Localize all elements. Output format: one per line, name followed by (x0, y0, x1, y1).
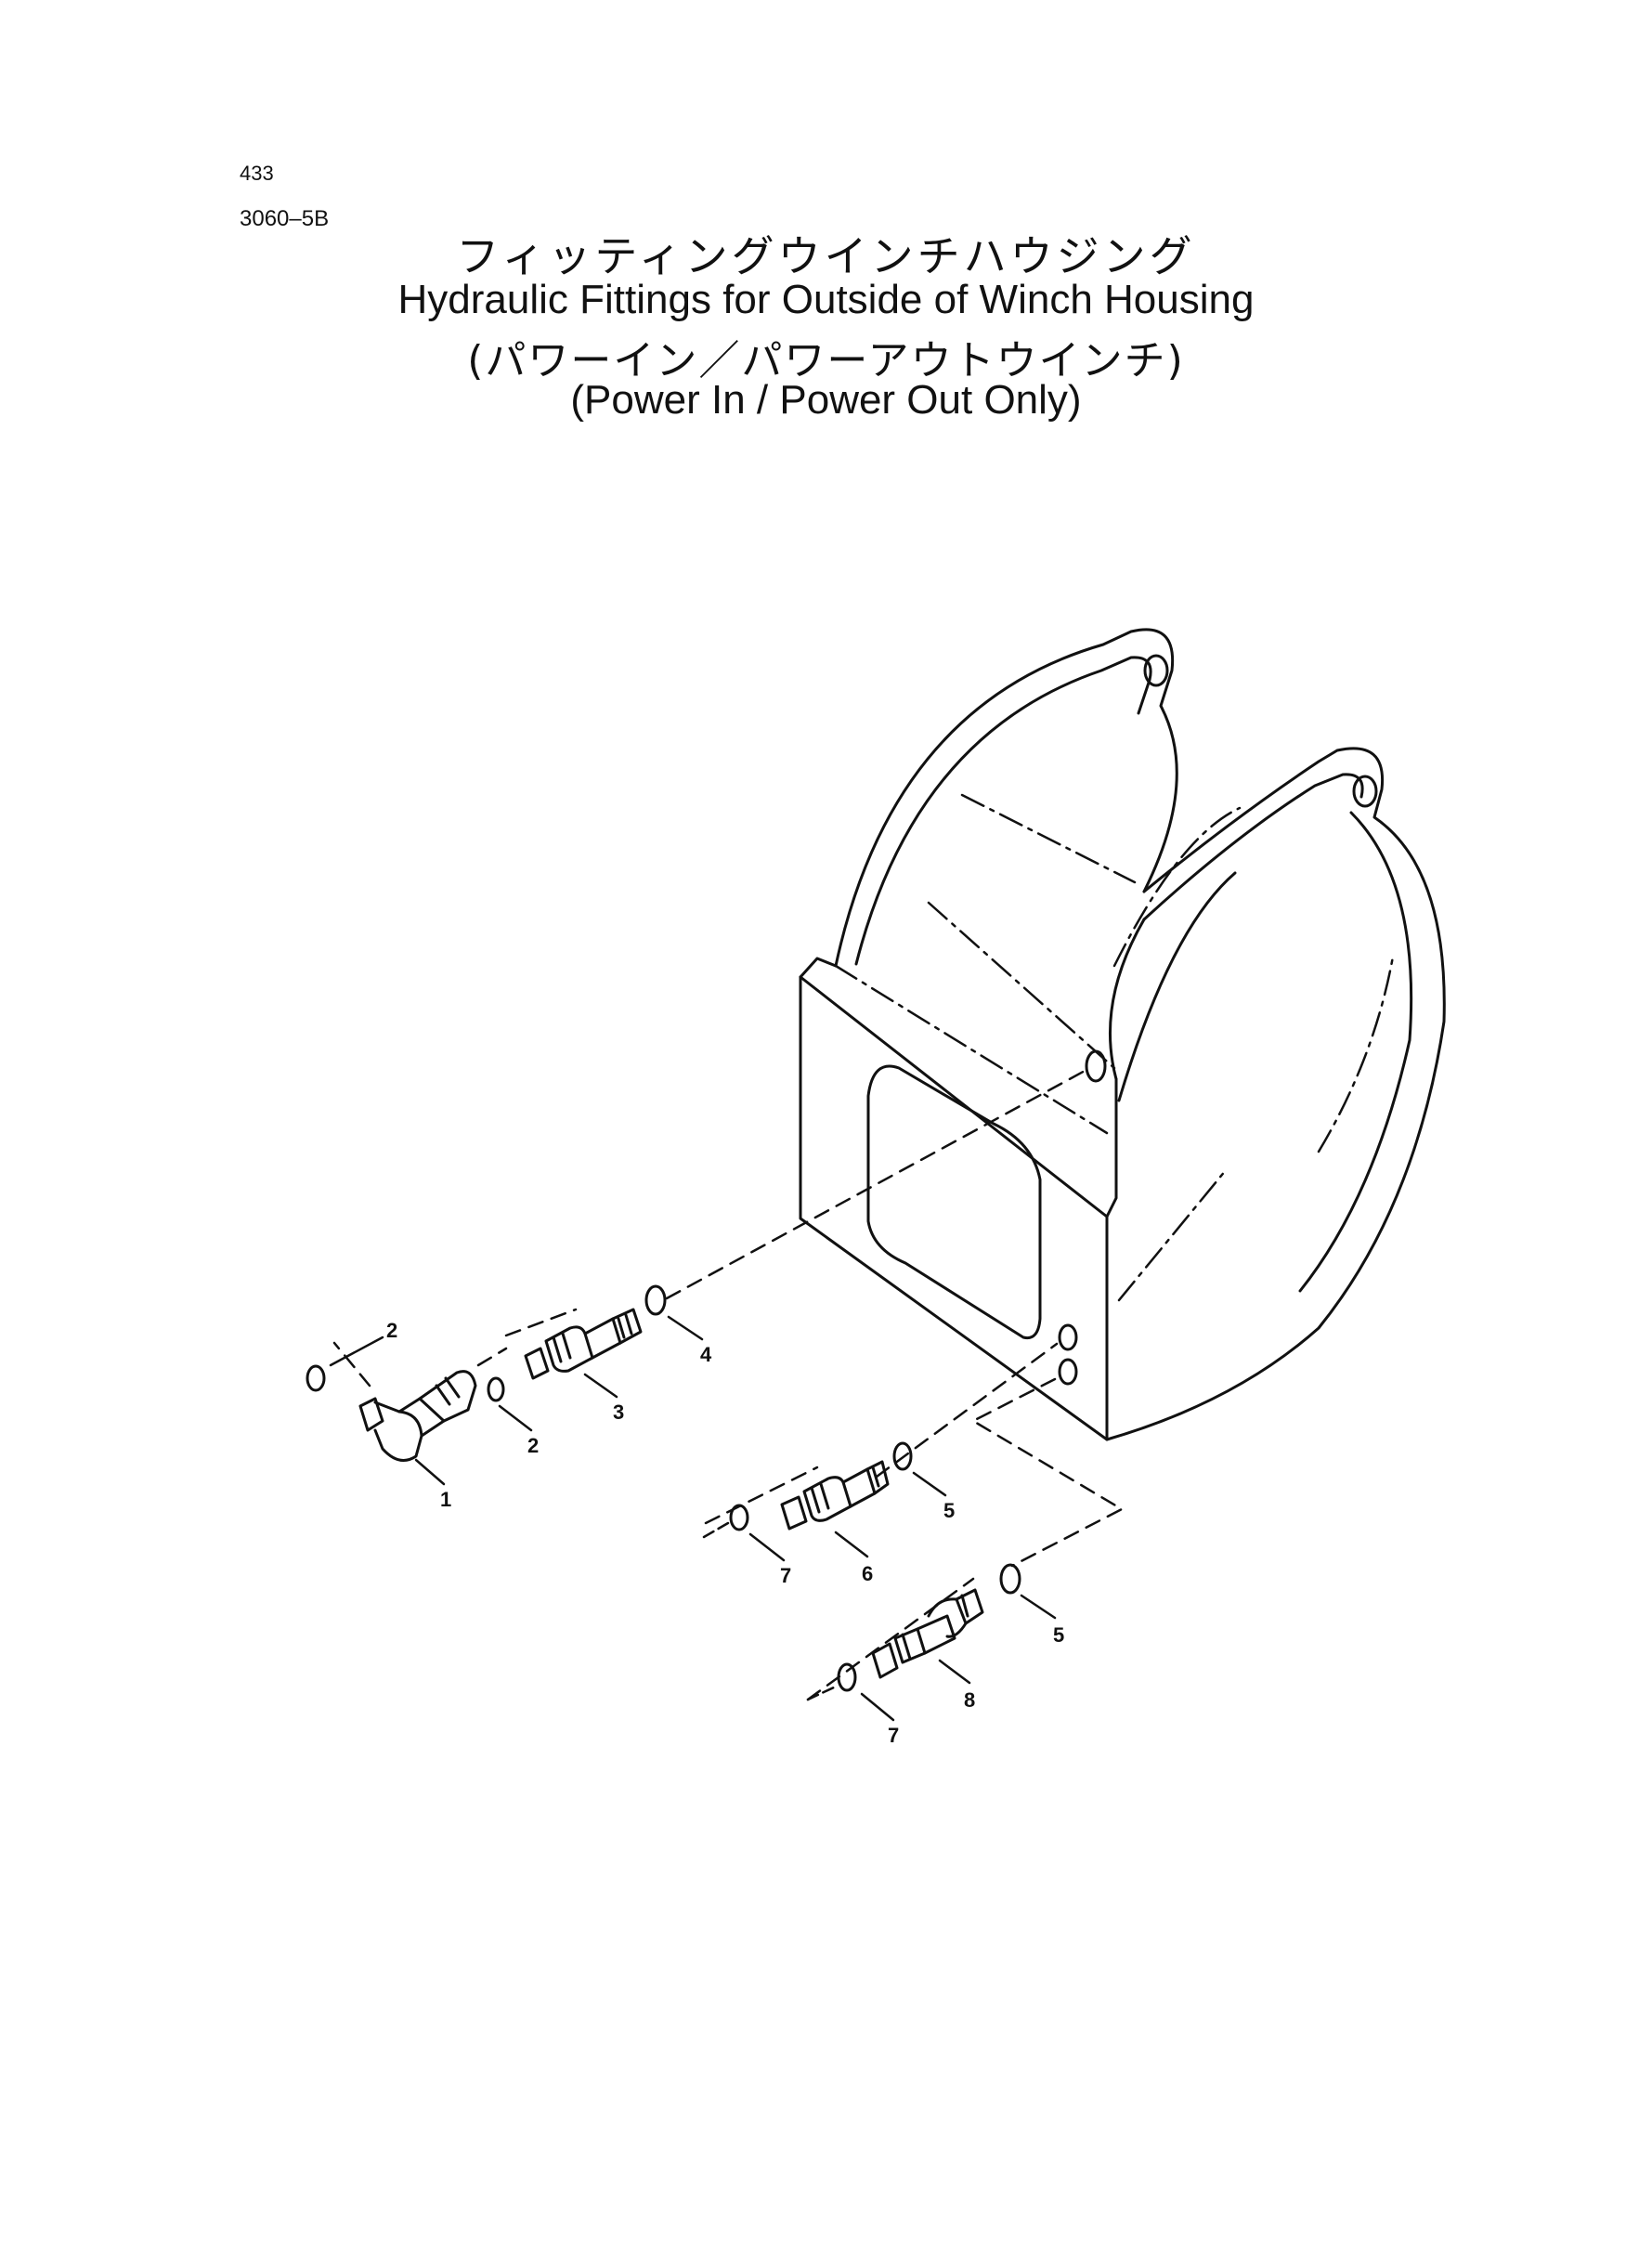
leader-lines (329, 1315, 1057, 1722)
center-lines (834, 793, 1395, 1302)
callout-6: 6 (862, 1562, 873, 1585)
title-english: Hydraulic Fittings for Outside of Winch … (397, 277, 1255, 322)
title-japanese: フィッティングウインチハウジング (456, 231, 1196, 281)
o-ring-2b (487, 1376, 505, 1402)
adapter-8 (871, 1588, 984, 1679)
callout-8: 8 (964, 1688, 975, 1712)
subtitle-english: (Power In / Power Out Only) (570, 377, 1082, 423)
callout-7b: 7 (888, 1724, 899, 1747)
callout-5a: 5 (943, 1499, 955, 1522)
callout-2a: 2 (386, 1319, 397, 1342)
callout-1: 1 (440, 1488, 451, 1511)
callout-3: 3 (613, 1401, 624, 1424)
page-number: 433 (240, 162, 274, 185)
port-mid (1058, 1323, 1078, 1351)
subtitle-japanese: (パワーイン／パワーアウトウインチ) (467, 337, 1185, 384)
winch-housing (799, 628, 1446, 1441)
o-ring-4 (644, 1284, 667, 1316)
o-ring-5b (999, 1563, 1021, 1595)
callout-4: 4 (700, 1343, 712, 1366)
port-upper (1085, 1049, 1107, 1083)
port-low (1058, 1358, 1078, 1386)
callout-2b: 2 (527, 1434, 539, 1457)
o-ring-7b (837, 1662, 857, 1692)
callout-5b: 5 (1053, 1623, 1064, 1647)
elbow-fitting-1 (358, 1370, 477, 1462)
adapter-6 (780, 1460, 890, 1531)
assembly-lines (332, 1068, 1124, 1701)
callout-7a: 7 (780, 1564, 791, 1587)
o-ring-7a (729, 1504, 749, 1531)
adapter-3 (524, 1308, 643, 1380)
page-code: 3060–5B (240, 206, 330, 231)
o-ring-2a (306, 1364, 326, 1392)
o-ring-5a (892, 1441, 913, 1471)
